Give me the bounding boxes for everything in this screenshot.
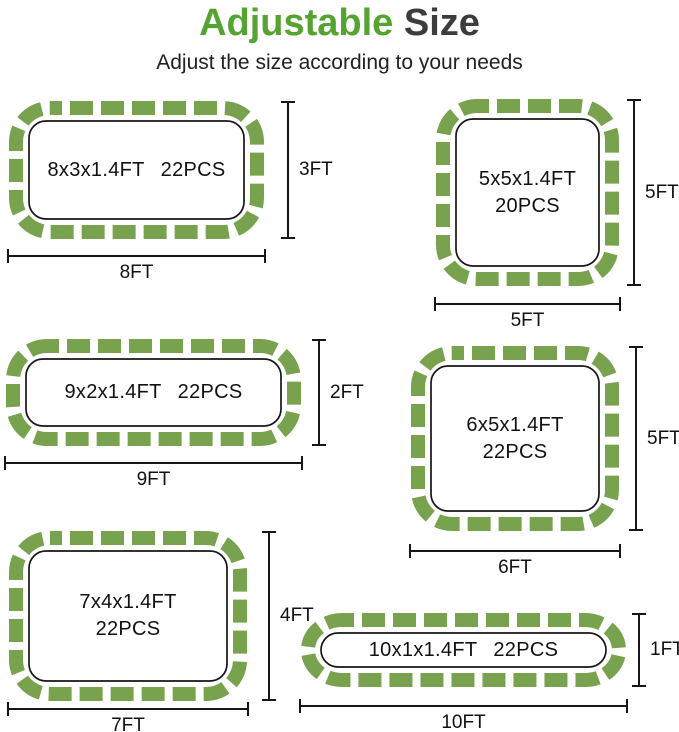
page-title: Adjustable Size (0, 2, 679, 46)
spec-text: 6x5x1.4FT (466, 413, 564, 436)
spec-text: 8x3x1.4FT (47, 158, 145, 181)
fence-diagram-6x5: 6x5x1.4FT 22PCS (410, 345, 620, 532)
height-dimension-10x1: 1FT (632, 613, 679, 687)
panel-spec-8x3: 8x3x1.4FT 22PCS (8, 100, 265, 240)
fence-diagram-8x3: 8x3x1.4FT 22PCS (8, 100, 265, 240)
panel-spec-5x5: 5x5x1.4FT 20PCS (435, 98, 620, 287)
title-rest: Size (403, 2, 480, 44)
fence-frame-icon (301, 613, 626, 687)
fence-diagram-7x4: 7x4x1.4FT 22PCS (8, 530, 248, 702)
header: Adjustable Size Adjust the size accordin… (0, 2, 679, 75)
spec-text: 5x5x1.4FT (478, 167, 577, 190)
height-label: 5FT (647, 427, 679, 449)
height-label: 1FT (650, 639, 679, 660)
height-dimension-7x4: 4FT (262, 531, 314, 701)
width-label: 10FT (441, 712, 486, 732)
width-dimension-8x3: 8FT (7, 249, 266, 283)
fence-frame-icon (6, 339, 301, 446)
height-label: 4FT (280, 605, 314, 626)
pcs-text: 22PCS (493, 638, 559, 661)
height-dimension-5x5: 5FT (627, 99, 679, 286)
height-dimension-9x2: 2FT (312, 339, 364, 446)
fence-frame-icon (9, 531, 247, 701)
panel-spec-10x1: 10x1x1.4FT 22PCS (300, 612, 627, 688)
width-dimension-6x5: 6FT (409, 544, 621, 578)
spec-text: 10x1x1.4FT (368, 638, 478, 661)
panel-spec-9x2: 9x2x1.4FT 22PCS (5, 338, 302, 447)
width-label: 6FT (498, 557, 532, 578)
width-label: 5FT (510, 310, 545, 331)
height-label: 3FT (299, 159, 333, 180)
pcs-text: 20PCS (495, 194, 560, 217)
pcs-text: 22PCS (95, 618, 161, 640)
width-dimension-9x2: 9FT (4, 456, 303, 490)
pcs-text: 22PCS (177, 381, 243, 403)
width-dimension-5x5: 5FT (434, 297, 621, 331)
width-dimension-10x1: 10FT (299, 699, 628, 732)
panel-spec-7x4: 7x4x1.4FT 22PCS (8, 530, 248, 702)
fence-diagram-10x1: 10x1x1.4FT 22PCS (300, 612, 627, 688)
height-dimension-6x5: 5FT (629, 346, 679, 531)
height-label: 2FT (330, 381, 364, 403)
width-dimension-7x4: 7FT (7, 702, 249, 732)
pcs-text: 22PCS (160, 158, 226, 181)
subtitle: Adjust the size according to your needs (156, 50, 523, 74)
fence-diagram-9x2: 9x2x1.4FT 22PCS (5, 338, 302, 447)
pcs-text: 22PCS (482, 440, 548, 463)
height-dimension-8x3: 3FT (281, 101, 333, 239)
spec-text: 7x4x1.4FT (79, 591, 177, 613)
height-label: 5FT (645, 181, 679, 203)
spec-text: 9x2x1.4FT (64, 381, 162, 403)
width-label: 7FT (111, 715, 145, 732)
fence-frame-icon (9, 101, 264, 239)
width-label: 9FT (136, 469, 171, 490)
panel-spec-6x5: 6x5x1.4FT 22PCS (410, 345, 620, 532)
width-label: 8FT (119, 262, 154, 283)
title-highlight: Adjustable (199, 2, 394, 44)
fence-frame-icon (436, 99, 619, 286)
fence-diagram-5x5: 5x5x1.4FT 20PCS (435, 98, 620, 287)
fence-frame-icon (411, 346, 619, 531)
